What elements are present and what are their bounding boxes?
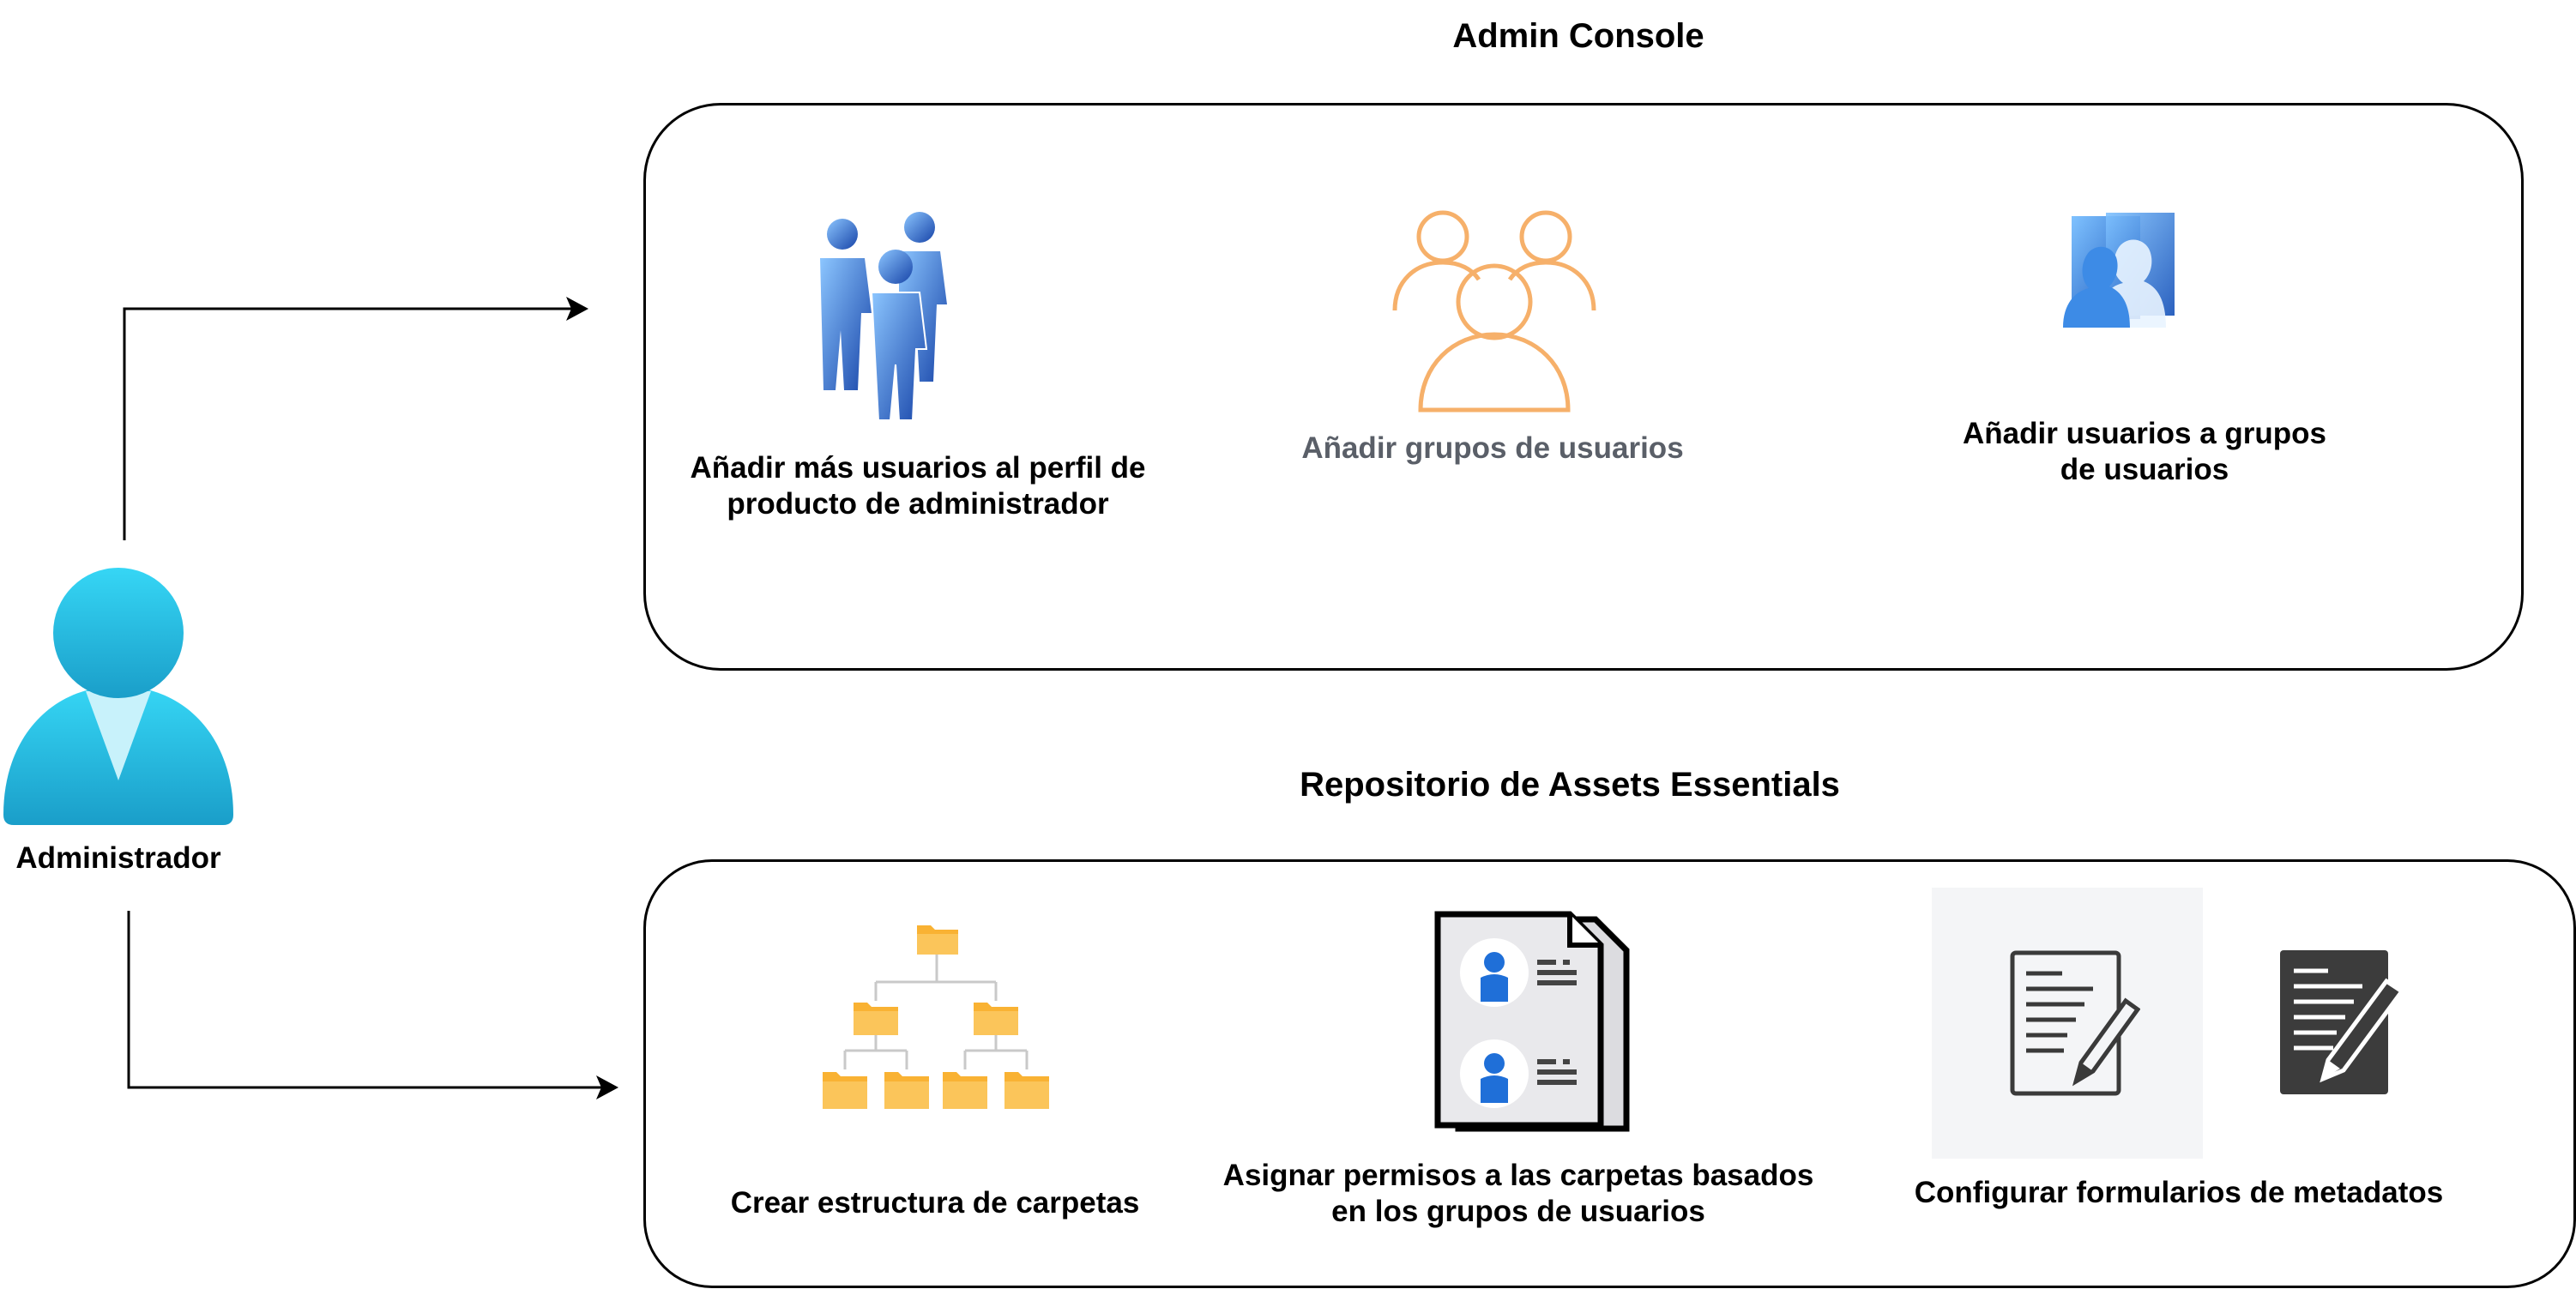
actor-label: Administrador <box>15 841 221 875</box>
user-icon <box>3 568 233 825</box>
repository-title: Repositorio de Assets Essentials <box>1300 766 1840 804</box>
folder-tree-icon <box>823 925 1049 1109</box>
admin-item-3-label: Añadir usuarios a grupos de usuarios <box>1963 417 2326 486</box>
repo-item-3-label: Configurar formularios de metadatos <box>1914 1176 2444 1209</box>
form-edit-dark-icon <box>2280 950 2405 1094</box>
user-group-outline-icon <box>1392 210 1596 413</box>
admin-item-2-label: Añadir grupos de usuarios <box>1301 431 1684 465</box>
repo-item-1-label: Crear estructura de carpetas <box>730 1186 1140 1220</box>
users-group-icon <box>820 212 947 420</box>
user-documents-icon <box>1434 911 1630 1132</box>
repo-item-2-label: Asignar permisos a las carpetas basados … <box>1222 1159 1814 1228</box>
arrow-to-repository <box>127 911 613 1089</box>
form-edit-icon <box>2010 950 2140 1096</box>
admin-console-title: Admin Console <box>1452 17 1704 55</box>
admin-console-panel <box>643 103 2524 671</box>
form-edit-background <box>1932 888 2203 1159</box>
arrow-to-admin-console <box>123 307 583 540</box>
admin-item-1-label: Añadir más usuarios al perfil de product… <box>690 451 1146 521</box>
user-profiles-icon <box>2063 213 2175 328</box>
